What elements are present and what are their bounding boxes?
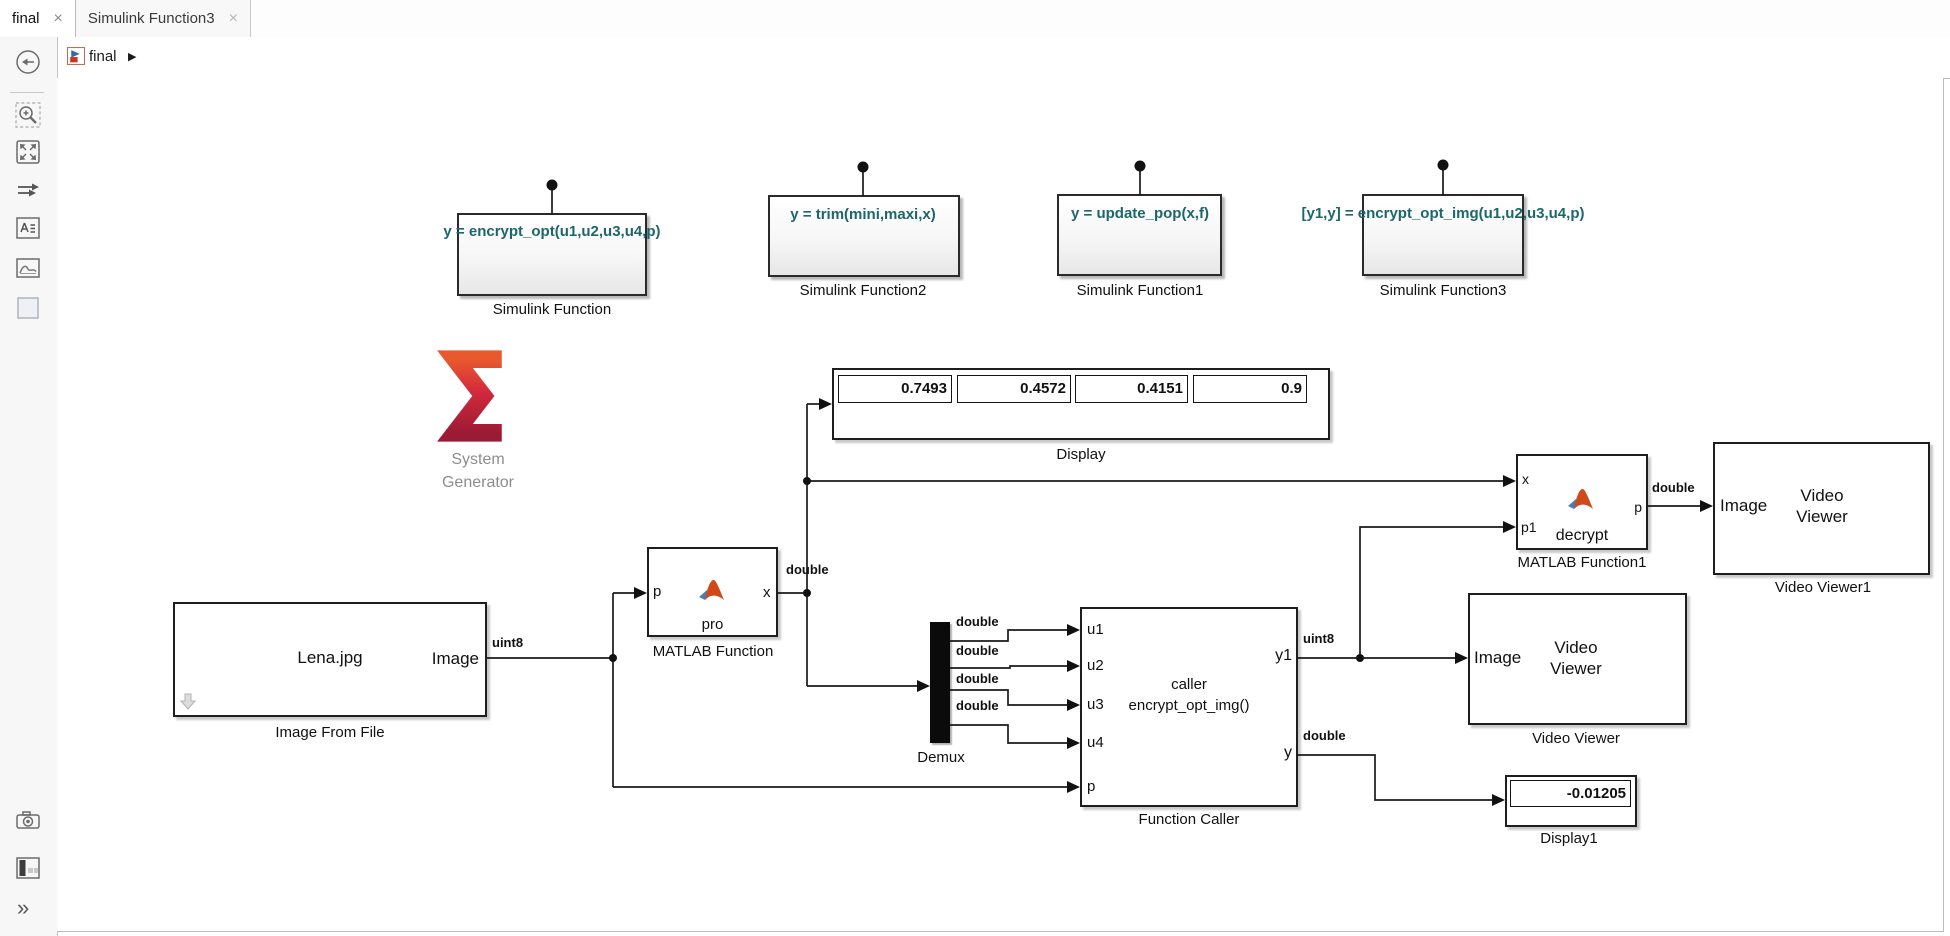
download-arrow-icon bbox=[179, 693, 197, 710]
fit-to-view-icon[interactable] bbox=[15, 139, 41, 165]
input-port-label: u3 bbox=[1087, 696, 1104, 713]
input-port-label: u1 bbox=[1087, 621, 1104, 638]
matlab-function1-block[interactable] bbox=[1516, 454, 1648, 550]
video-viewer-block[interactable] bbox=[1468, 593, 1687, 725]
function-name: pro bbox=[701, 616, 724, 633]
tab-final[interactable]: final × bbox=[0, 0, 76, 37]
block-caption: Display1 bbox=[1540, 830, 1598, 847]
system-generator-label: System Generator bbox=[441, 451, 515, 491]
signal-label: double bbox=[786, 562, 829, 577]
input-port-label: u2 bbox=[1087, 657, 1104, 674]
display-value: 0.7493 bbox=[838, 375, 952, 403]
block-caption: Demux bbox=[917, 749, 965, 766]
simulink-function1-block[interactable] bbox=[1057, 194, 1222, 276]
tab-label: Simulink Function3 bbox=[87, 9, 215, 27]
signal-label: uint8 bbox=[1303, 631, 1335, 646]
signal-label: double bbox=[956, 698, 999, 713]
breadcrumb[interactable]: final bbox=[89, 48, 117, 65]
palette-toolbar: » bbox=[0, 37, 58, 936]
input-port-label: p bbox=[653, 583, 662, 600]
block-caption: MATLAB Function bbox=[652, 643, 774, 660]
breadcrumb-bar: final ▶ bbox=[58, 37, 1950, 79]
screenshot-camera-icon[interactable] bbox=[15, 807, 41, 833]
tab-bar: final × Simulink Function3 × bbox=[0, 0, 1950, 38]
block-caption: Simulink Function bbox=[492, 301, 612, 318]
output-port-label: y bbox=[1284, 744, 1292, 761]
model-browser-icon[interactable] bbox=[15, 855, 41, 881]
block-caption: MATLAB Function1 bbox=[1517, 554, 1647, 571]
display-value: -0.01205 bbox=[1510, 780, 1631, 807]
block-caption: Display bbox=[1056, 446, 1106, 463]
signal-label: double bbox=[956, 614, 999, 629]
simulink-function-block[interactable] bbox=[457, 213, 647, 296]
block-caption: Simulink Function2 bbox=[799, 282, 927, 299]
simulink-function3-block[interactable] bbox=[1362, 194, 1524, 276]
display-value: 0.4572 bbox=[957, 375, 1071, 403]
simulink-function-signature: [y1,y] = encrypt_opt_img(u1,u2,u3,u4,p) bbox=[1301, 205, 1585, 222]
output-port-label: y1 bbox=[1275, 647, 1292, 664]
demux-bar[interactable] bbox=[930, 622, 950, 743]
close-icon[interactable]: × bbox=[53, 9, 63, 27]
display-value: 0.4151 bbox=[1075, 375, 1188, 403]
zoom-region-icon[interactable] bbox=[15, 102, 41, 128]
image-icon[interactable] bbox=[15, 255, 41, 281]
signal-label: double bbox=[1303, 728, 1346, 743]
simulink-function2-block[interactable] bbox=[768, 195, 960, 277]
input-port-label: Image bbox=[1720, 496, 1768, 515]
signal-label: uint8 bbox=[492, 635, 524, 650]
simulink-function-signature: y = update_pop(x,f) bbox=[1071, 205, 1209, 222]
tab-label: final bbox=[12, 9, 40, 27]
block-caption: Image From File bbox=[275, 724, 385, 741]
image-from-file-block[interactable] bbox=[173, 602, 487, 717]
system-generator-logo[interactable] bbox=[430, 350, 520, 442]
breadcrumb-arrow-icon[interactable]: ▶ bbox=[128, 51, 137, 63]
update-diagram-icon[interactable] bbox=[15, 177, 41, 203]
matlab-logo-icon bbox=[699, 580, 724, 600]
input-port-label: u4 bbox=[1087, 734, 1104, 751]
block-caption: Video Viewer1 bbox=[1774, 579, 1872, 596]
caller-line1: caller bbox=[1171, 676, 1207, 693]
input-port-label: p1 bbox=[1521, 519, 1537, 535]
matlab-logo-icon bbox=[1568, 489, 1593, 509]
caller-line2: encrypt_opt_img() bbox=[1128, 697, 1250, 714]
viewer-title: Video Viewer bbox=[1550, 638, 1602, 678]
block-caption: Video Viewer bbox=[1532, 730, 1620, 747]
video-viewer1-block[interactable] bbox=[1713, 442, 1930, 575]
output-port-label: x bbox=[763, 584, 771, 601]
output-port-label: Image bbox=[431, 649, 479, 668]
function-name: decrypt bbox=[1555, 527, 1609, 544]
file-name: Lena.jpg bbox=[297, 648, 363, 667]
viewport-area-icon[interactable] bbox=[15, 295, 41, 321]
signal-label: double bbox=[956, 671, 999, 686]
viewer-title: Video Viewer bbox=[1796, 486, 1848, 526]
signal-label: double bbox=[1652, 480, 1695, 495]
output-port-label: p bbox=[1634, 499, 1642, 515]
tab-simulink-function3[interactable]: Simulink Function3 × bbox=[75, 0, 251, 37]
block-caption: Simulink Function3 bbox=[1379, 282, 1507, 299]
back-icon[interactable] bbox=[15, 49, 41, 75]
input-port-label: p bbox=[1087, 778, 1096, 795]
function-caller-block[interactable] bbox=[1080, 607, 1298, 807]
block-caption: Simulink Function1 bbox=[1076, 282, 1204, 299]
expand-toolstrip-icon[interactable]: » bbox=[17, 895, 30, 920]
input-port-label: x bbox=[1522, 471, 1529, 487]
close-icon[interactable]: × bbox=[228, 9, 238, 27]
simulink-model-icon bbox=[67, 47, 85, 65]
signal-label: double bbox=[956, 643, 999, 658]
toolbar-divider bbox=[10, 92, 44, 93]
display-value: 0.9 bbox=[1193, 375, 1307, 403]
annotation-icon[interactable] bbox=[15, 215, 41, 241]
simulink-function-signature: y = trim(mini,maxi,x) bbox=[790, 206, 936, 223]
simulink-function-signature: y = encrypt_opt(u1,u2,u3,u4,p) bbox=[443, 223, 661, 240]
block-caption: Function Caller bbox=[1138, 811, 1240, 828]
